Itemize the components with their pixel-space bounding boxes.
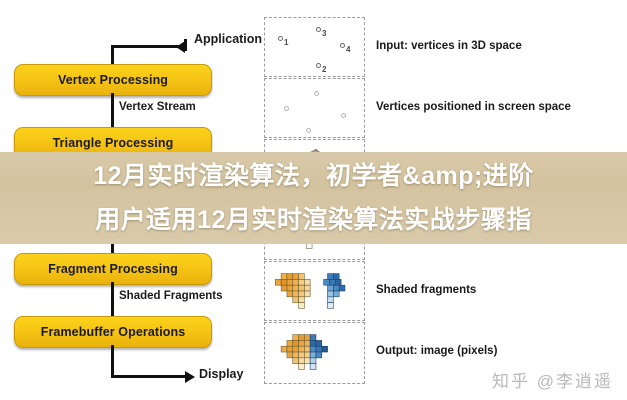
vertex-dot (278, 36, 283, 41)
application-tick-icon (184, 39, 187, 51)
output-image-icon (280, 334, 328, 370)
application-arrowhead-icon (176, 40, 185, 53)
vertex-dot (316, 63, 321, 68)
stage-box-input-vertices: 1 3 4 2 (264, 17, 365, 77)
overlay-title-line-1: 12月实时渲染算法，初学者&amp;进阶 (93, 162, 534, 190)
node-framebuffer-operations[interactable]: Framebuffer Operations (14, 316, 212, 348)
display-arrowhead-icon (185, 370, 195, 383)
edge-label-application: Application (194, 32, 263, 46)
vertex-label-4: 4 (346, 45, 351, 54)
vertex-label-1: 1 (284, 38, 289, 47)
node-label: Framebuffer Operations (40, 325, 186, 339)
edge-label-shaded-fragments: Shaded Fragments (119, 290, 223, 302)
overlay-title: 12月实时渲染算法，初学者&amp;进阶 用户适用12月实时渲染算法实战步骤指 (0, 152, 627, 244)
vertex-dot (284, 106, 289, 111)
display-arrow-line (111, 375, 187, 378)
vertex-dot (340, 43, 345, 48)
node-label: Fragment Processing (48, 262, 178, 276)
title-overlay-band (0, 152, 627, 244)
node-vertex-processing[interactable]: Vertex Processing (14, 64, 212, 96)
stage-label-screen-vertices: Vertices positioned in screen space (376, 101, 571, 113)
pipeline-connector-top (111, 46, 114, 66)
vertex-dot (314, 91, 319, 96)
node-label: Vertex Processing (57, 73, 169, 87)
overlay-title-line-2: 用户适用12月实时渲染算法实战步骤指 (95, 206, 532, 234)
pipeline-connector-bottom (111, 345, 114, 377)
vertex-label-2: 2 (322, 65, 327, 74)
node-fragment-processing[interactable]: Fragment Processing (14, 253, 212, 285)
stage-box-screen-vertices (264, 78, 365, 138)
pipeline-connector-4 (111, 282, 114, 318)
stage-label-input-vertices: Input: vertices in 3D space (376, 40, 522, 52)
vertex-dot (306, 128, 311, 133)
stage-box-output-image (264, 322, 365, 384)
vertex-dot (316, 27, 321, 32)
stage-label-shaded-fragments: Shaded fragments (376, 284, 477, 296)
watermark: 知乎 @李逍遥 (492, 372, 613, 391)
edge-label-display: Display (199, 367, 244, 381)
stage-box-shaded-fragments (264, 261, 365, 321)
edge-label-vertex-stream: Vertex Stream (119, 101, 196, 113)
vertex-label-3: 3 (322, 29, 327, 38)
shaded-fragments-icon (275, 273, 346, 309)
node-label: Triangle Processing (52, 136, 174, 150)
stage-label-output-image: Output: image (pixels) (376, 345, 498, 357)
application-arrow-line (111, 45, 185, 48)
pipeline-connector-1 (111, 93, 114, 129)
vertex-dot (341, 113, 346, 118)
